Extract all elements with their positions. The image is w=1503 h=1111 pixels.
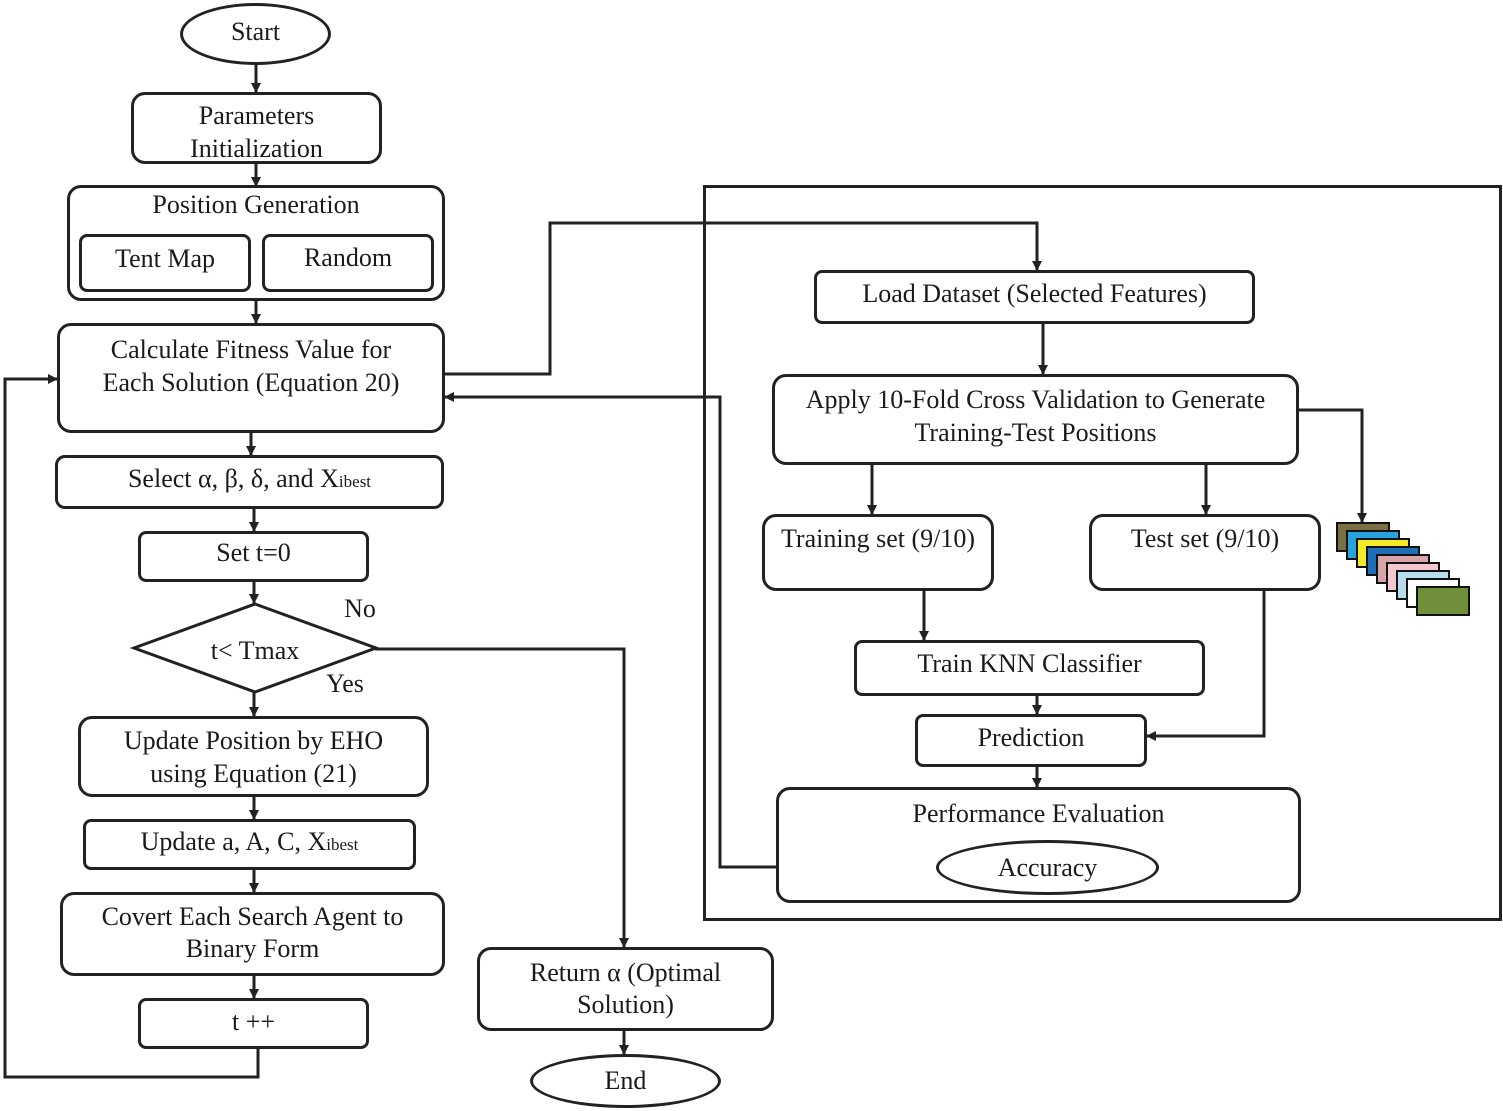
end-terminal — [530, 1054, 721, 1108]
end-label: End — [604, 1066, 647, 1095]
update-params-box — [83, 819, 416, 870]
fitness-label-line1: Calculate Fitness Value for — [110, 335, 392, 364]
decision-label: t< Tmax — [210, 636, 300, 665]
yes-label: Yes — [326, 669, 364, 698]
select-label-main: Select α, β, δ, and X — [127, 464, 339, 493]
decision-diamond — [130, 602, 380, 694]
select-label-subscript: ibest — [338, 472, 372, 491]
position-generation-label: Position Generation — [152, 190, 360, 219]
accuracy-ellipse — [936, 840, 1159, 895]
fitness-box — [57, 323, 445, 433]
t-increment-label: t ++ — [231, 1007, 276, 1036]
parameters-initialization-box — [131, 92, 382, 164]
start-terminal — [180, 3, 331, 65]
arrow-fitness-to-load — [443, 221, 1042, 376]
random-box — [262, 234, 434, 292]
return-box — [477, 947, 774, 1031]
update-params-label-subscript: ibest — [326, 835, 359, 854]
arrow-cv-to-stack — [1298, 408, 1367, 523]
parameters-label-line1: Parameters — [198, 101, 315, 130]
set-t-box — [138, 531, 369, 582]
arrow-no-to-return — [375, 647, 629, 948]
training-set-label: Training set (9/10) — [780, 524, 976, 553]
return-label-line2: Solution) — [577, 990, 674, 1019]
tent-map-label: Tent Map — [115, 244, 215, 273]
performance-evaluation-label: Performance Evaluation — [912, 799, 1165, 828]
convert-box — [60, 892, 445, 976]
fitness-label-line2: Each Solution (Equation 20) — [102, 368, 400, 397]
random-label: Random — [303, 243, 393, 272]
load-dataset-box — [814, 270, 1255, 324]
parameters-label-line2: Initialization — [190, 134, 323, 163]
return-label-line1: Return α (Optimal — [529, 958, 722, 987]
start-label: Start — [230, 17, 281, 46]
accuracy-label: Accuracy — [997, 853, 1098, 882]
test-set-box — [1089, 514, 1321, 591]
training-set-box — [762, 514, 994, 591]
update-position-label-line2: using Equation (21) — [150, 759, 357, 788]
update-params-label-main: Update a, A, C, X — [140, 827, 327, 856]
update-position-label-line1: Update Position by EHO — [123, 726, 384, 755]
tent-map-box — [79, 234, 251, 292]
evaluation-frame — [703, 185, 1502, 921]
load-dataset-label: Load Dataset (Selected Features) — [862, 279, 1207, 308]
convert-label-line1: Covert Each Search Agent to — [101, 902, 404, 931]
fold-card — [1416, 586, 1470, 616]
set-t-label: Set t=0 — [216, 538, 291, 567]
cross-validation-box — [772, 374, 1299, 465]
train-knn-box — [854, 640, 1205, 696]
arrow-loop-back — [3, 374, 260, 1079]
fold-stack — [1336, 522, 1470, 622]
arrow-test-to-prediction — [1146, 590, 1266, 741]
test-set-label: Test set (9/10) — [1130, 524, 1280, 553]
update-params-label: Update a, A, C, Xibest — [83, 825, 416, 861]
prediction-label: Prediction — [977, 723, 1085, 752]
update-position-box — [78, 716, 429, 797]
convert-label-line2: Binary Form — [185, 934, 320, 963]
cross-validation-label-line2: Training-Test Positions — [914, 418, 1157, 447]
select-box — [55, 455, 444, 509]
no-label: No — [344, 594, 376, 623]
select-label: Select α, β, δ, and Xibest — [55, 462, 444, 498]
train-knn-label: Train KNN Classifier — [917, 649, 1142, 678]
t-increment-box — [138, 998, 369, 1049]
prediction-box — [915, 714, 1147, 767]
cross-validation-label-line1: Apply 10-Fold Cross Validation to Genera… — [805, 385, 1266, 414]
